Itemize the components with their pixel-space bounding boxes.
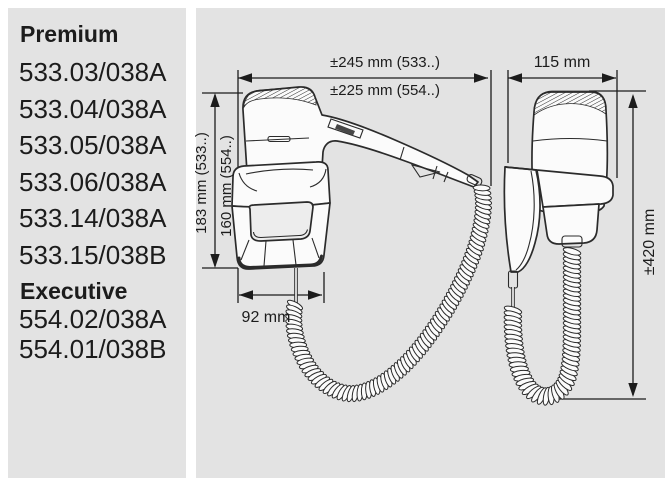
model-number: 533.04/038A bbox=[19, 93, 167, 124]
executive-model-list: 554.02/038A 554.01/038B bbox=[19, 304, 167, 364]
model-number: 533.05/038A bbox=[19, 130, 167, 161]
model-number: 533.15/038B bbox=[19, 239, 167, 270]
model-number: 533.06/038A bbox=[19, 166, 167, 197]
premium-model-list: 533.03/038A 533.04/038A 533.05/038A 533.… bbox=[19, 54, 166, 274]
model-list-panel: Premium 533.03/038A 533.04/038A 533.05/0… bbox=[8, 8, 186, 478]
model-number: 533.14/038A bbox=[19, 203, 167, 234]
model-number: 554.01/038B bbox=[19, 333, 167, 364]
model-number: 533.03/038A bbox=[19, 57, 167, 87]
premium-heading: Premium bbox=[20, 21, 119, 47]
technical-drawing-panel bbox=[196, 8, 665, 478]
model-number: 554.02/038A bbox=[19, 304, 167, 334]
executive-heading: Executive bbox=[20, 278, 128, 304]
